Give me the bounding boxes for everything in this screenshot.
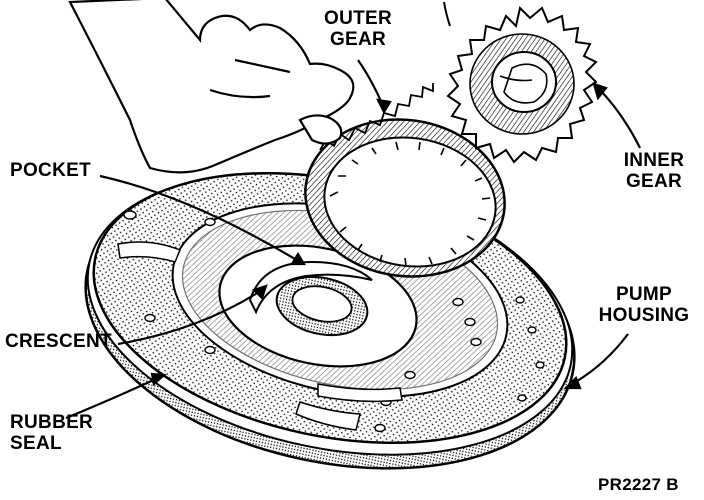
rubber-seal-label-line2: SEAL [10, 433, 62, 454]
rubber-seal-label-line1: RUBBER [10, 412, 94, 433]
inner-gear-label-line2: GEAR [625, 171, 683, 192]
figure-code-text: PR2227 B [598, 475, 679, 494]
outer-gear-label-line1: OUTER [324, 8, 392, 29]
crescent-label-text: CRESCENT [5, 331, 112, 352]
outer-gear-label: OUTER GEAR [318, 8, 398, 50]
outer-gear-label-line2: GEAR [329, 29, 387, 50]
pocket-label: POCKET [10, 160, 91, 181]
pump-housing-label-line2: HOUSING [598, 305, 690, 326]
inner-gear [443, 1, 598, 164]
inner-gear-label: INNER GEAR [614, 150, 694, 192]
rubber-seal-label: RUBBER SEAL [10, 412, 93, 454]
leader-lines [65, 59, 641, 420]
hand-illustration [68, 0, 355, 174]
crescent-label: CRESCENT [5, 331, 112, 352]
pump-housing-label: PUMP HOUSING [588, 284, 700, 326]
pump-housing-label-line1: PUMP [615, 284, 673, 305]
inner-gear-label-line1: INNER [623, 150, 685, 171]
figure-code-label: PR2227 B [598, 474, 679, 495]
pocket-label-text: POCKET [10, 160, 91, 181]
crescent-shape [248, 260, 373, 315]
